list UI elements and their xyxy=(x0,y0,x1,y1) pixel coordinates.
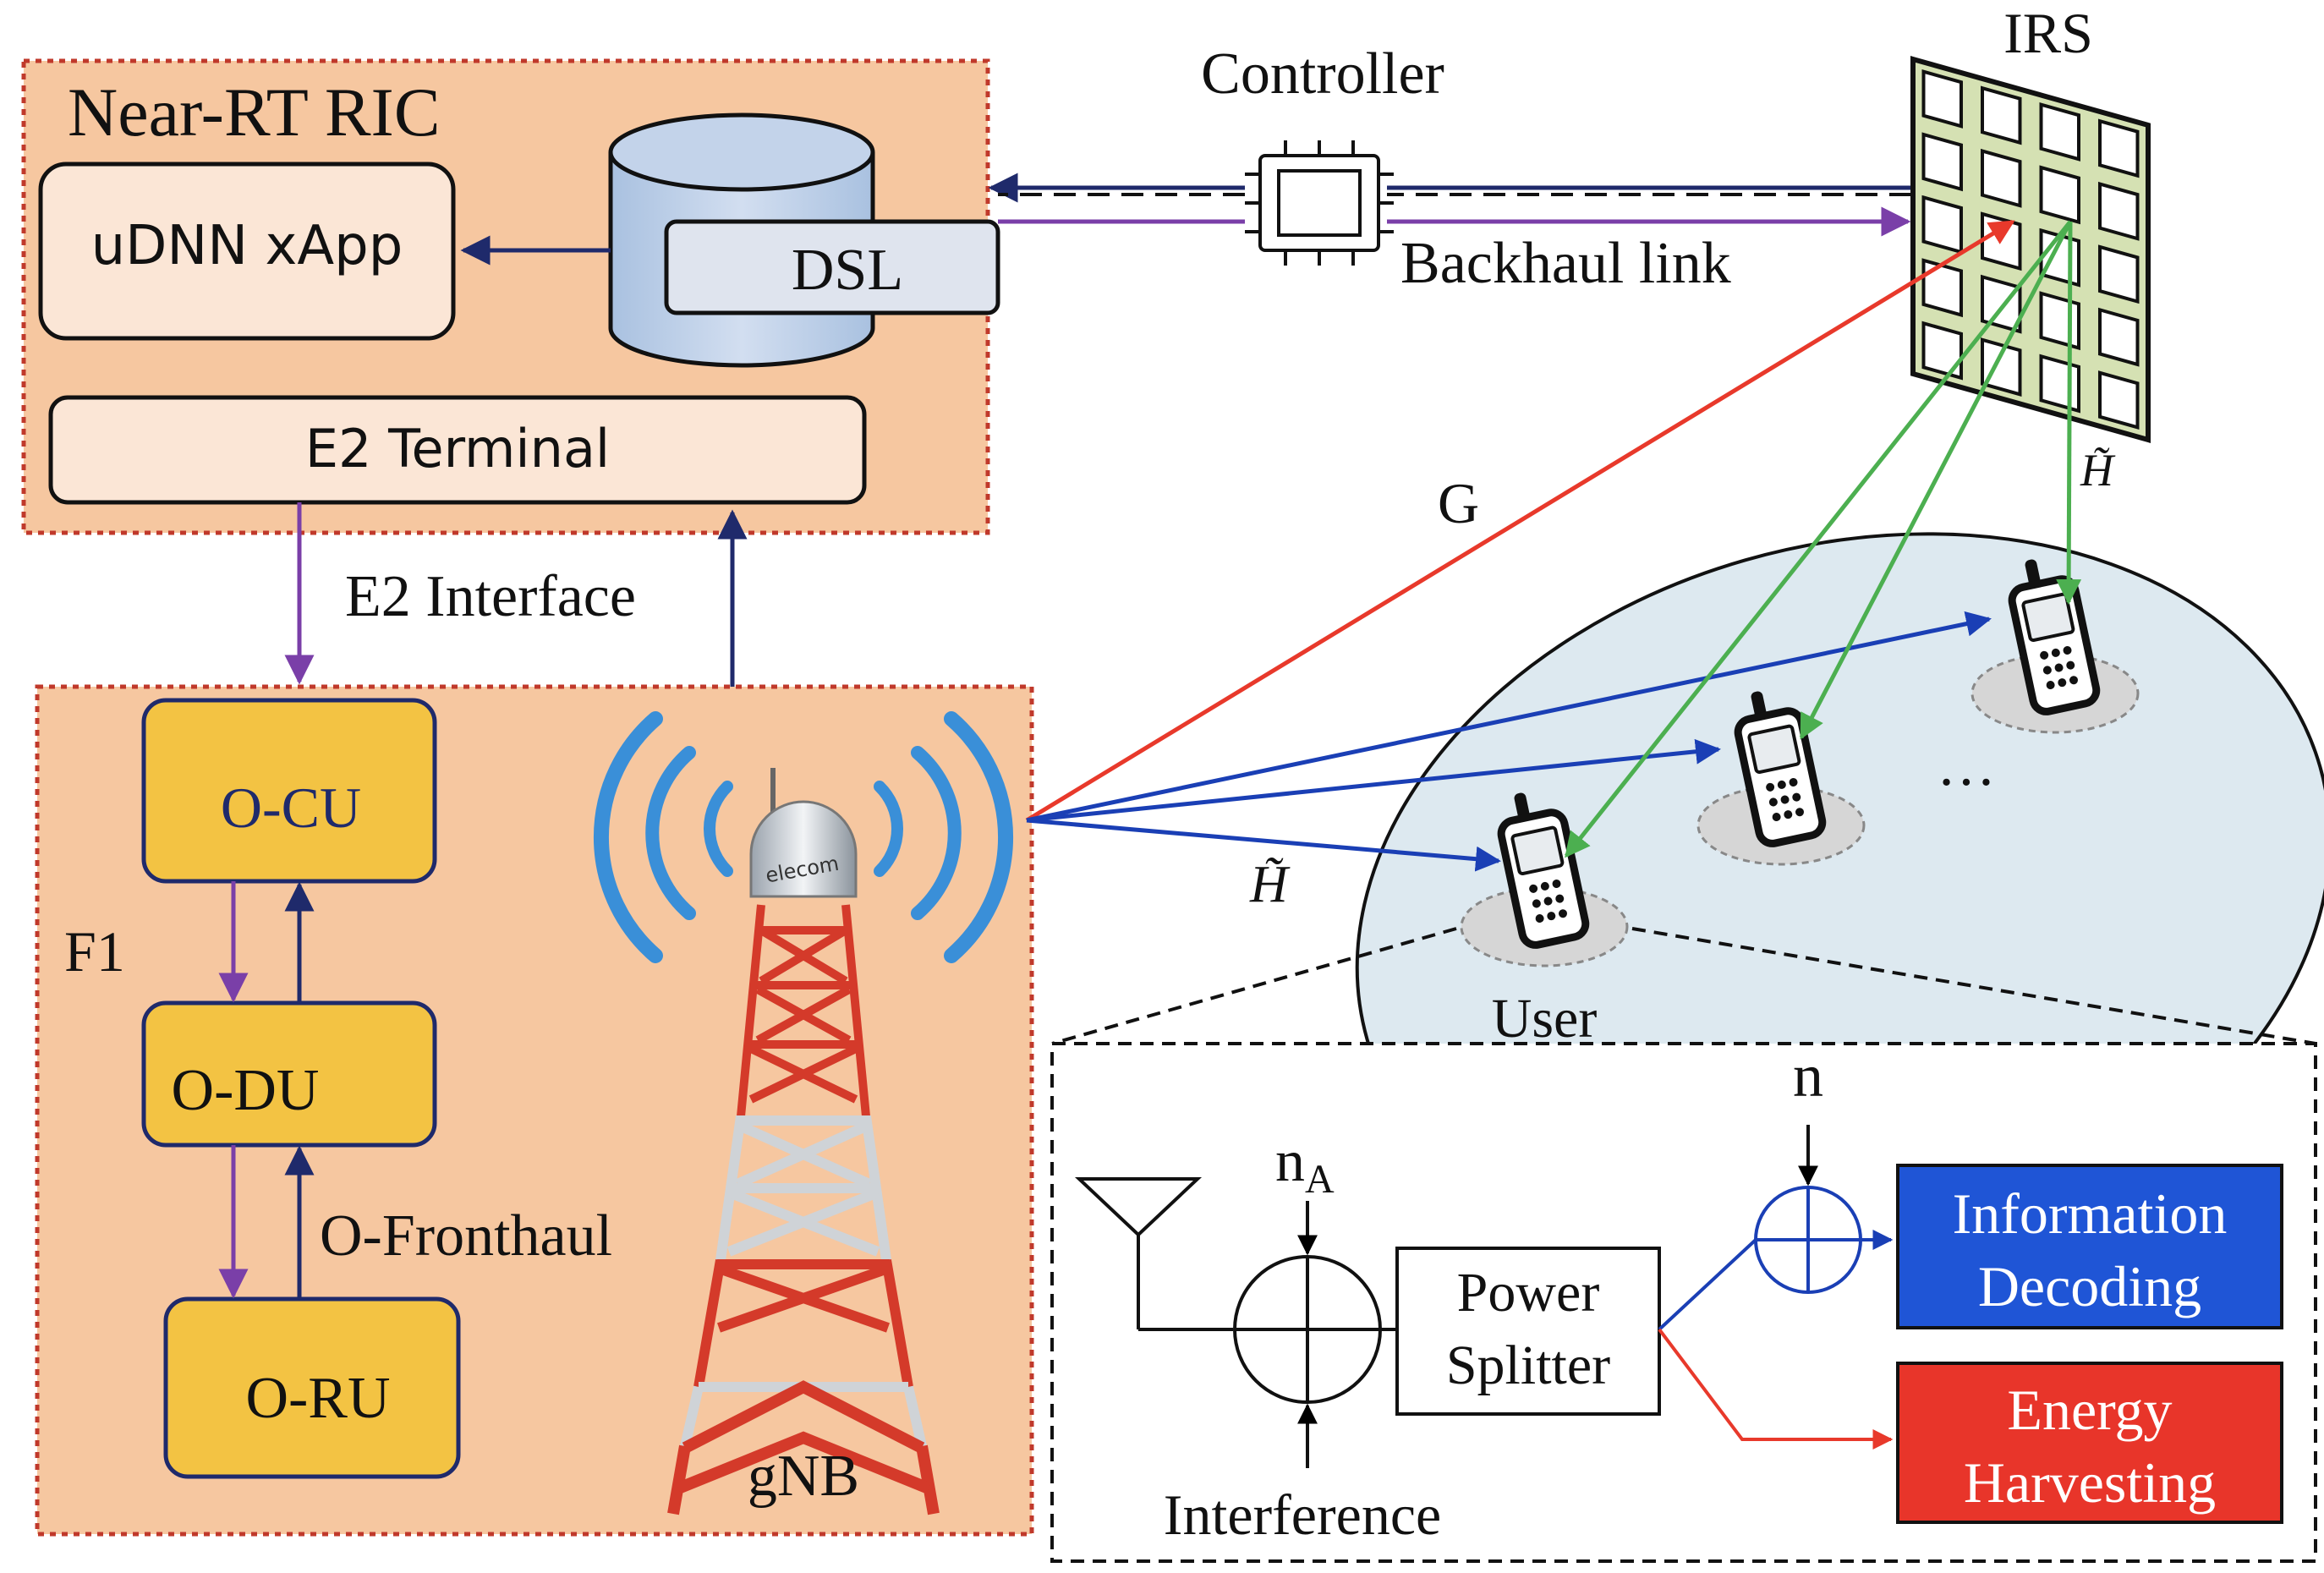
irs-element xyxy=(1981,211,2022,271)
controller-chip-icon xyxy=(1245,140,1394,266)
irs-panel xyxy=(1910,56,2151,443)
channel-g-arrow xyxy=(1025,219,2015,823)
energy-harvesting-box: Energy Harvesting xyxy=(1896,1362,2283,1524)
o-cu-block: O-CU xyxy=(141,698,437,884)
irs-element xyxy=(2098,307,2140,367)
na-label: nA xyxy=(1275,1129,1335,1202)
irs-element xyxy=(2098,181,2140,241)
user-label: User xyxy=(1492,988,1598,1050)
channel-g-label: G xyxy=(1438,471,1479,535)
adder-na-symbol xyxy=(1233,1255,1382,1404)
udnn-xapp-box: uDNN xApp xyxy=(38,162,456,341)
info-line2: Decoding xyxy=(1978,1254,2201,1318)
channel-h-irs-label: H̃ xyxy=(2080,445,2116,496)
o-ru-label: O-RU xyxy=(245,1366,390,1431)
irs-element xyxy=(2039,354,2080,414)
info-line1: Information xyxy=(1953,1181,2228,1246)
irs-element xyxy=(2039,102,2080,162)
energy-line2: Harvesting xyxy=(1964,1450,2216,1515)
zoom-guide-lines xyxy=(1051,927,2316,1045)
controller-label: Controller xyxy=(1201,41,1444,107)
energy-line1: Energy xyxy=(2007,1378,2172,1442)
irs-element xyxy=(2098,244,2140,304)
near-rt-ric-panel: Near-RT RIC uDNN xApp DSL E2 Terminal xyxy=(21,58,1000,535)
power-splitter-box: Power Splitter xyxy=(1395,1247,1661,1416)
adder-n-symbol xyxy=(1754,1186,1862,1294)
o-cu-label: O-CU xyxy=(221,776,361,840)
irs-element xyxy=(1981,85,2022,145)
irs-element xyxy=(1921,132,1963,192)
gnb-panel: O-CU O-DU O-RU F1 O-Fronthaul xyxy=(35,684,1034,1537)
cell-tower-icon: elecom xyxy=(594,711,1013,1515)
irs-element xyxy=(1921,69,1963,129)
splitter-to-info-line xyxy=(1658,1238,1757,1331)
mobile-phone-icon xyxy=(1734,691,1827,847)
mobile-phone-icon xyxy=(1497,792,1590,949)
n-label: n xyxy=(1793,1042,1823,1110)
e2-terminal-label: E2 Terminal xyxy=(305,418,610,480)
o-du-label: O-DU xyxy=(172,1058,320,1123)
irs-element xyxy=(2039,165,2080,225)
irs-element xyxy=(2039,291,2080,351)
power-splitter-line1: Power xyxy=(1457,1262,1600,1324)
irs-label: IRS xyxy=(2003,1,2093,65)
irs-to-users-arrows xyxy=(1565,220,2082,858)
mobile-phone-icon xyxy=(2008,559,2101,715)
irs-element xyxy=(1981,337,2022,397)
information-decoding-box: Information Decoding xyxy=(1896,1164,2283,1329)
antenna-icon xyxy=(1074,1177,1233,1331)
backhaul-link-label: Backhaul link xyxy=(1400,231,1731,296)
near-rt-ric-title: Near-RT RIC xyxy=(68,74,441,151)
splitter-to-energy-arrow xyxy=(1658,1328,1894,1450)
bs-to-users-arrows xyxy=(1026,611,1992,872)
udnn-xapp-label: uDNN xApp xyxy=(91,215,403,277)
power-splitter-line2: Splitter xyxy=(1446,1335,1610,1396)
o-du-block: O-DU xyxy=(141,1000,437,1148)
o-ru-block: O-RU xyxy=(163,1296,461,1479)
backhaul-link-to-ric xyxy=(988,173,1911,203)
o-fronthaul-label: O-Fronthaul xyxy=(320,1203,612,1269)
irs-element xyxy=(1921,258,1963,318)
irs-element xyxy=(1981,148,2022,208)
users-ellipsis: … xyxy=(1937,733,1996,798)
channel-h-bs-label: H̃ xyxy=(1249,856,1291,913)
f1-label: F1 xyxy=(64,919,125,984)
dsl-label: DSL xyxy=(792,238,903,303)
gnb-label: gNB xyxy=(748,1444,859,1509)
e2-terminal-box: E2 Terminal xyxy=(48,395,867,505)
dsl-box: DSL xyxy=(664,219,1000,315)
irs-element xyxy=(1921,321,1963,381)
interference-label: Interference xyxy=(1164,1483,1441,1547)
e2-interface-label: E2 Interface xyxy=(345,564,636,629)
irs-element xyxy=(2098,370,2140,430)
irs-element xyxy=(1921,195,1963,255)
irs-element xyxy=(2098,118,2140,178)
